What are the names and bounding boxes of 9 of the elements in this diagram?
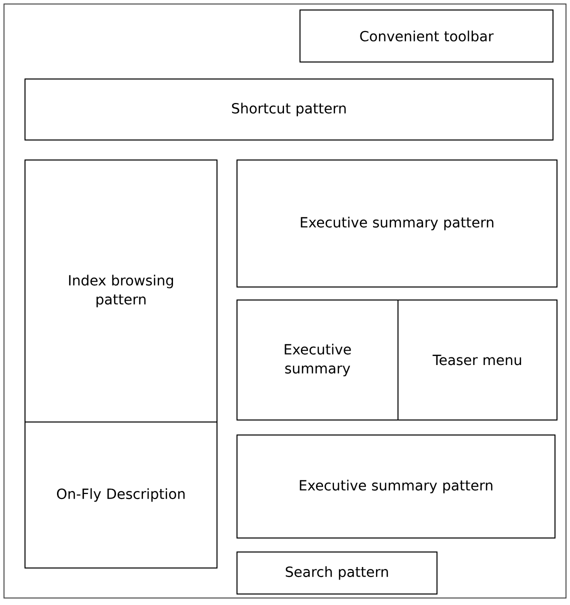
pattern-box: Executive summary pattern bbox=[236, 160, 558, 288]
pattern-box: On-Fly Description bbox=[24, 422, 218, 568]
pattern-box: Convenient toolbar bbox=[300, 10, 554, 62]
pattern-box: Shortcut pattern bbox=[24, 78, 554, 140]
pattern-box: Search pattern bbox=[236, 552, 438, 594]
pattern-box: Executive summary bbox=[236, 300, 398, 420]
pattern-box: Index browsing pattern bbox=[24, 160, 218, 422]
pattern-box: Executive summary pattern bbox=[236, 434, 556, 538]
pattern-box: Teaser menu bbox=[398, 300, 558, 420]
